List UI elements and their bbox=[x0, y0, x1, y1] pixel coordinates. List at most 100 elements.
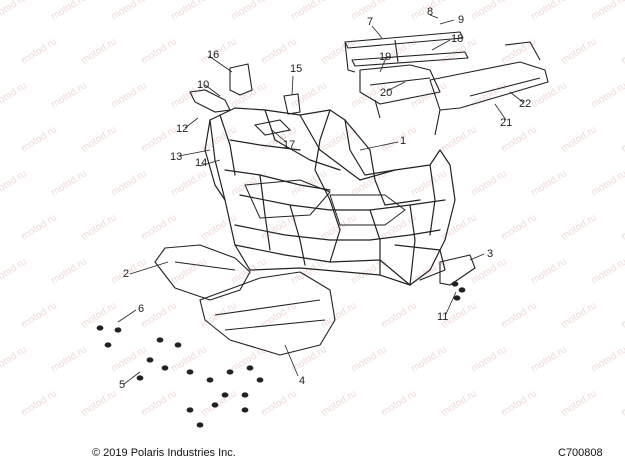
watermark-text: motod.ru bbox=[79, 124, 118, 154]
watermark-text: motod.ru bbox=[589, 80, 625, 110]
watermark-text: motod.ru bbox=[49, 0, 88, 23]
watermark-text: motod.ru bbox=[619, 212, 625, 242]
watermark-text: motod.ru bbox=[79, 212, 118, 242]
watermark-text: motod.ru bbox=[259, 388, 298, 418]
watermark-text: motod.ru bbox=[589, 256, 625, 286]
watermark-text: motod.ru bbox=[169, 168, 208, 198]
watermark-text: motod.ru bbox=[199, 300, 238, 330]
callout-19: 19 bbox=[379, 51, 391, 63]
fastener-icon bbox=[241, 407, 249, 413]
watermark-text: motod.ru bbox=[529, 168, 568, 198]
watermark-text: motod.ru bbox=[199, 388, 238, 418]
fastener-icon bbox=[161, 365, 169, 371]
watermark-layer: motod.ru motod.ru motod.ru motod.ru motod.ru… bbox=[0, 0, 625, 419]
callout-1: 1 bbox=[400, 135, 406, 147]
fastener-icon bbox=[256, 377, 264, 383]
callout-16: 16 bbox=[207, 49, 219, 61]
watermark-text: motod.ru bbox=[169, 256, 208, 286]
watermark-text: motod.ru bbox=[439, 388, 478, 418]
watermark-text: motod.ru bbox=[109, 0, 148, 23]
watermark-text: motod.ru bbox=[79, 388, 118, 418]
watermark-text: motod.ru bbox=[409, 168, 448, 198]
watermark-text: motod.ru bbox=[499, 212, 538, 242]
skid-plate-4 bbox=[199, 271, 336, 356]
fastener-icon bbox=[104, 342, 112, 348]
watermark-text: motod.ru bbox=[0, 0, 29, 23]
callout-22: 22 bbox=[519, 98, 531, 110]
fastener-icon bbox=[246, 365, 254, 371]
watermark-text: motod.ru bbox=[469, 344, 508, 374]
watermark-text: motod.ru bbox=[559, 300, 598, 330]
watermark-text: motod.ru bbox=[409, 344, 448, 374]
fastener-icon bbox=[174, 342, 182, 348]
watermark-text: motod.ru bbox=[0, 168, 29, 198]
fastener-icon bbox=[241, 392, 249, 398]
watermark-text: motod.ru bbox=[469, 256, 508, 286]
watermark-text: motod.ru bbox=[0, 256, 29, 286]
watermark-text: motod.ru bbox=[319, 388, 358, 418]
fastener-icon bbox=[156, 337, 164, 343]
fastener-group bbox=[96, 281, 466, 428]
watermark-text: motod.ru bbox=[139, 212, 178, 242]
watermark-text: motod.ru bbox=[0, 344, 29, 374]
watermark-text: motod.ru bbox=[49, 80, 88, 110]
callout-6: 6 bbox=[138, 303, 144, 315]
fastener-icon bbox=[458, 287, 466, 293]
watermark-text: motod.ru bbox=[529, 80, 568, 110]
seat-rail-assembly bbox=[344, 31, 549, 136]
watermark-text: motod.ru bbox=[619, 388, 625, 418]
watermark-text: motod.ru bbox=[19, 388, 58, 418]
watermark-text: motod.ru bbox=[529, 344, 568, 374]
watermark-text: motod.ru bbox=[199, 212, 238, 242]
watermark-text: motod.ru bbox=[19, 212, 58, 242]
watermark-text: motod.ru bbox=[19, 36, 58, 66]
callout-14: 14 bbox=[195, 157, 207, 169]
watermark-text: motod.ru bbox=[559, 388, 598, 418]
watermark-text: motod.ru bbox=[289, 0, 328, 23]
callout-12: 12 bbox=[176, 123, 188, 135]
callout-4: 4 bbox=[299, 375, 305, 387]
fastener-icon bbox=[211, 402, 219, 408]
fastener-icon bbox=[136, 375, 144, 381]
watermark-text: motod.ru bbox=[139, 36, 178, 66]
watermark-text: motod.ru bbox=[259, 36, 298, 66]
watermark-text: motod.ru bbox=[469, 0, 508, 23]
callout-20: 20 bbox=[380, 87, 392, 99]
watermark-text: motod.ru bbox=[139, 300, 178, 330]
copyright-text: © 2019 Polaris Industries Inc. bbox=[92, 447, 236, 459]
watermark-text: motod.ru bbox=[139, 124, 178, 154]
watermark-text: motod.ru bbox=[49, 168, 88, 198]
watermark-text: motod.ru bbox=[349, 168, 388, 198]
watermark-text: motod.ru bbox=[499, 300, 538, 330]
watermark-text: motod.ru bbox=[109, 80, 148, 110]
callout-11: 11 bbox=[437, 311, 448, 323]
fastener-icon bbox=[206, 377, 214, 383]
watermark-text: motod.ru bbox=[109, 168, 148, 198]
callout-15: 15 bbox=[290, 63, 302, 75]
watermark-text: motod.ru bbox=[409, 80, 448, 110]
callout-2: 2 bbox=[123, 268, 129, 280]
watermark-text: motod.ru bbox=[169, 0, 208, 23]
callout-18: 18 bbox=[451, 33, 463, 45]
watermark-text: motod.ru bbox=[349, 344, 388, 374]
watermark-text: motod.ru bbox=[589, 168, 625, 198]
fastener-icon bbox=[196, 422, 204, 428]
watermark-text: motod.ru bbox=[619, 124, 625, 154]
watermark-text: motod.ru bbox=[379, 388, 418, 418]
fastener-icon bbox=[186, 369, 194, 375]
fastener-icon bbox=[96, 325, 104, 331]
callout-5: 5 bbox=[119, 379, 125, 391]
watermark-text: motod.ru bbox=[109, 344, 148, 374]
callout-7: 7 bbox=[367, 16, 373, 28]
fastener-icon bbox=[114, 327, 122, 333]
callout-9: 9 bbox=[458, 14, 464, 26]
callout-10: 10 bbox=[197, 79, 209, 91]
callout-13: 13 bbox=[170, 151, 182, 163]
watermark-text: motod.ru bbox=[379, 300, 418, 330]
fastener-icon bbox=[146, 357, 154, 363]
callout-3: 3 bbox=[487, 248, 493, 260]
watermark-text: motod.ru bbox=[559, 124, 598, 154]
fastener-icon bbox=[186, 407, 194, 413]
callout-21: 21 bbox=[500, 117, 512, 129]
watermark-text: motod.ru bbox=[229, 80, 268, 110]
